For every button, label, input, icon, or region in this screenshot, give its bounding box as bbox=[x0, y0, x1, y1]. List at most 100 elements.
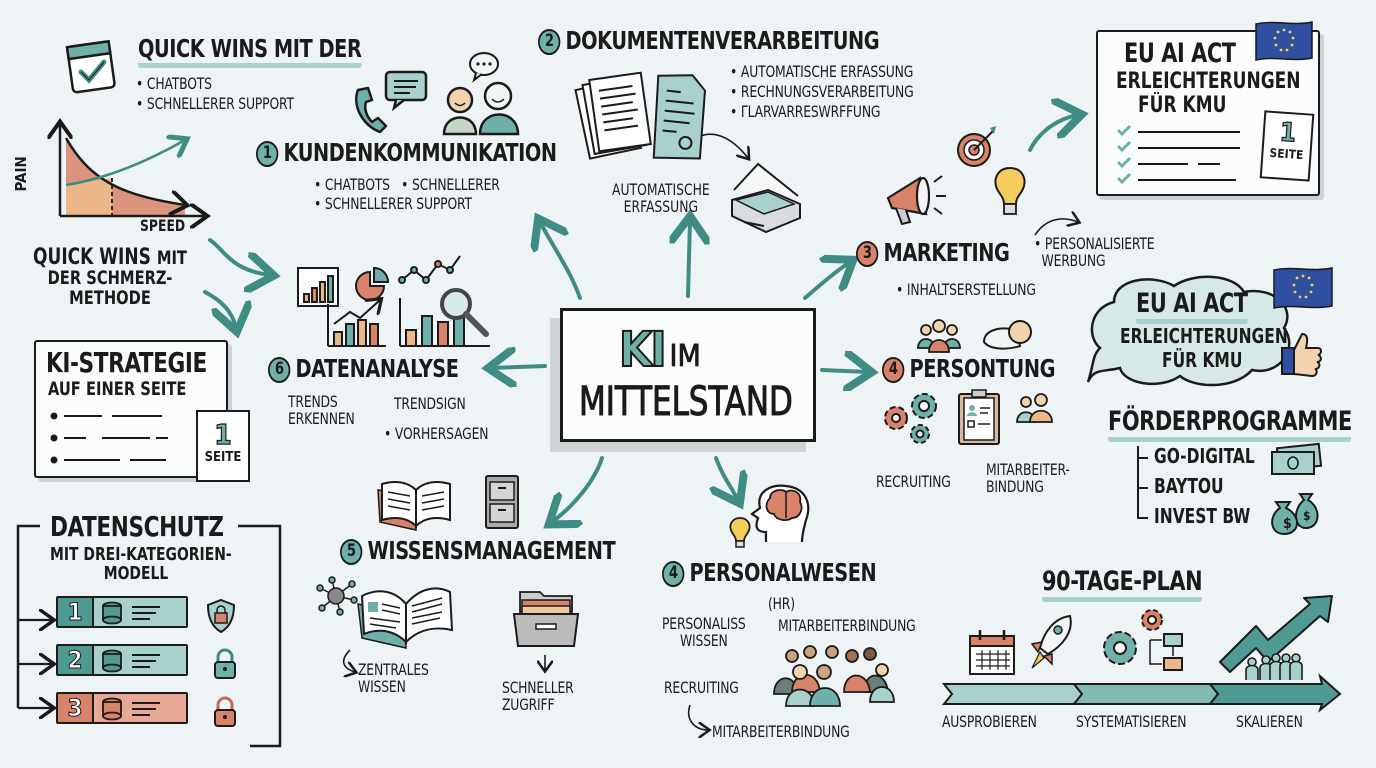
plan-phase: SYSTEMATISIEREN bbox=[1076, 712, 1187, 731]
eu-cloud-line2: ERLEICHTERUNGEN bbox=[1120, 324, 1288, 348]
svg-text:$: $ bbox=[1303, 509, 1311, 523]
foerder-item: BAYTOU bbox=[1154, 474, 1224, 498]
calendar-icon bbox=[969, 630, 1015, 675]
quick-wins-method: QUICK WINS MIT DER SCHMERZ- METHODE bbox=[33, 245, 187, 310]
checklist-icon bbox=[1116, 124, 1240, 185]
daten-right-label: TRENDSIGN bbox=[394, 394, 466, 413]
gears-icon bbox=[884, 393, 937, 444]
bracket-lines bbox=[16, 524, 282, 748]
eu-act-line3: FÜR KMU bbox=[1138, 93, 1227, 118]
mitarbeiterbindung-label: MITARBEITERBINDUNG bbox=[778, 616, 916, 635]
strategy-title: KI-STRATEGIE bbox=[46, 346, 207, 379]
shield-lock-icon bbox=[206, 598, 236, 634]
database-icon bbox=[102, 697, 160, 721]
page-label: SEITE bbox=[204, 450, 242, 465]
one-page-badge: 1 SEITE bbox=[1259, 110, 1315, 182]
recruiting-label: RECRUITING bbox=[664, 678, 739, 697]
pain-axis-label: PAIN bbox=[11, 156, 30, 192]
lock-icon bbox=[214, 648, 236, 679]
database-icon bbox=[102, 649, 160, 673]
eu-act-line2: ERLEICHTERUNGEN bbox=[1116, 69, 1301, 94]
open-book-icon bbox=[377, 481, 451, 531]
category-row-3: 3 bbox=[56, 692, 188, 724]
target-icon bbox=[957, 126, 996, 167]
brain-head-icon bbox=[750, 484, 810, 543]
title-line2: MITTELSTAND bbox=[579, 379, 794, 425]
lightbulb-icon bbox=[729, 517, 751, 548]
page-number: 1 bbox=[214, 417, 233, 451]
mitarbeiter-label: MITARBEITER-BINDUNG bbox=[986, 460, 1070, 496]
clipboard-icon bbox=[958, 389, 1000, 445]
phone-chat-icon bbox=[355, 70, 428, 134]
crowd-icon bbox=[773, 645, 895, 707]
recruiting-label: RECRUITING bbox=[876, 472, 951, 491]
money-bills-icon bbox=[1271, 442, 1323, 475]
dokumente-bullets: • AUTOMATISCHE ERFASSUNG • RECHNUNGSVERA… bbox=[730, 62, 914, 121]
analytics-charts-icon bbox=[297, 255, 490, 347]
two-people-icon bbox=[1016, 393, 1053, 423]
marketing-bullet: • INHALTSERSTELLUNG bbox=[896, 280, 1036, 299]
category-row-2: 2 bbox=[56, 644, 188, 676]
datenschutz-title: DATENSCHUTZ bbox=[50, 510, 224, 543]
eu-act-title: EU AI ACT bbox=[1124, 38, 1236, 69]
pain-speed-chart bbox=[30, 120, 215, 240]
mitarbeiterbindung-bottom-label: MITARBEITERBINDUNG bbox=[712, 722, 850, 741]
speech-cloud bbox=[1086, 275, 1291, 387]
speed-axis-label: SPEED bbox=[140, 216, 186, 235]
plan-phase: SKALIEREN bbox=[1236, 712, 1303, 731]
plan-title: 90-TAGE-PLAN bbox=[1042, 567, 1203, 603]
quick-wins-bullet: • SCHNELLERER SUPPORT bbox=[136, 94, 294, 113]
quick-wins-bullet: • CHATBOTS bbox=[136, 74, 212, 93]
process-gears-icon bbox=[1103, 609, 1183, 671]
category-row-1: 1 bbox=[56, 596, 188, 628]
thumbs-up-icon bbox=[1281, 332, 1322, 378]
eu-flag-icon bbox=[1255, 21, 1313, 61]
foerder-title: FÖRDERPROGRAMME bbox=[1108, 407, 1352, 443]
hr-label: (HR) bbox=[768, 594, 795, 613]
strategy-card: KI-STRATEGIE AUF EINER SEITE bbox=[34, 340, 228, 478]
title-ki: KI bbox=[618, 322, 667, 378]
scanner-icon bbox=[731, 162, 801, 234]
baby-icon bbox=[982, 320, 1032, 350]
quick-wins-top-section: QUICK WINS MIT DER • CHATBOTS • SCHNELLE… bbox=[64, 28, 404, 118]
tree-lines bbox=[1137, 446, 1148, 519]
file-drawer-icon bbox=[512, 591, 580, 647]
rocket-icon bbox=[1030, 614, 1072, 669]
central-title-box: KI IM MITTELSTAND bbox=[560, 308, 816, 442]
plan-phase: AUSPROBIEREN bbox=[942, 712, 1037, 731]
datenschutz-subtitle: MIT DREI-KATEGORIEN-MODELL bbox=[50, 544, 232, 584]
title-im: IM bbox=[669, 339, 701, 374]
foerder-item: INVEST BW bbox=[1154, 504, 1251, 528]
eu-cloud-line3: FÜR KMU bbox=[1162, 348, 1243, 372]
growth-arrow-icon bbox=[1219, 595, 1333, 680]
knowledge-book-icon bbox=[357, 587, 454, 649]
plan-timeline-arrow bbox=[941, 673, 1342, 713]
documents-icon bbox=[574, 71, 707, 160]
calendar-check-icon bbox=[65, 39, 116, 94]
placeholder-lines bbox=[50, 412, 168, 464]
filing-cabinet-icon bbox=[485, 475, 519, 529]
svg-text:$: $ bbox=[1283, 516, 1292, 532]
marketing-bullet: • PERSONALISIERTE WERBUNG bbox=[1034, 234, 1155, 270]
eu-flag-icon bbox=[1273, 267, 1333, 309]
lightbulb-icon bbox=[994, 166, 1026, 215]
group-people-icon bbox=[917, 319, 961, 353]
quick-wins-title: QUICK WINS MIT DER bbox=[138, 35, 362, 69]
eu-cloud-title: EU AI ACT bbox=[1136, 289, 1248, 325]
